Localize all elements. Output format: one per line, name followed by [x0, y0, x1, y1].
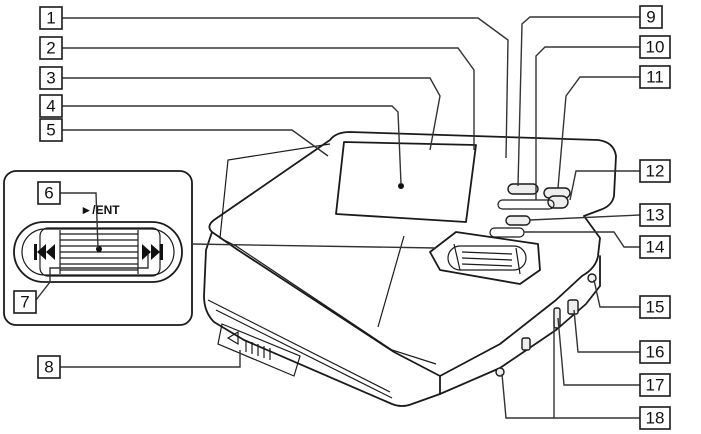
svg-text:12: 12 [646, 162, 665, 181]
next-track-icon [142, 244, 163, 260]
callout-10: 10 [639, 35, 671, 59]
device-body [203, 131, 617, 407]
svg-text:6: 6 [44, 184, 53, 203]
jog-outer-ring [13, 221, 183, 283]
button-13[interactable] [505, 215, 531, 226]
svg-text:11: 11 [646, 68, 664, 87]
callout-3: 3 [39, 66, 63, 90]
svg-text:8: 8 [44, 358, 53, 377]
callout-11: 11 [639, 65, 671, 89]
jog-control[interactable] [429, 231, 541, 285]
callout-2: 2 [39, 36, 63, 60]
callout-17: 17 [639, 373, 671, 397]
detail-inset: ►/ENT [3, 170, 193, 326]
callout-6: 6 [37, 181, 61, 205]
svg-text:14: 14 [646, 238, 665, 257]
port-18b [495, 367, 505, 377]
svg-text:10: 10 [646, 38, 665, 57]
svg-text:4: 4 [46, 97, 55, 116]
battery-latch[interactable] [217, 323, 301, 377]
callout-15: 15 [639, 295, 671, 319]
callout-4: 4 [39, 94, 63, 118]
svg-text:15: 15 [646, 298, 665, 317]
callout-9: 9 [639, 5, 663, 29]
svg-text:1: 1 [46, 9, 55, 28]
callout-14: 14 [639, 235, 671, 259]
callout-13: 13 [639, 203, 671, 227]
device-top-surface [208, 131, 617, 377]
callout-12: 12 [639, 159, 671, 183]
lid-recess [219, 143, 331, 247]
callout-18: 18 [639, 406, 671, 430]
display-window [335, 141, 477, 223]
button-9[interactable] [507, 183, 539, 195]
device-front-side [203, 231, 441, 407]
callout-1: 1 [39, 6, 63, 30]
leader-lines [35, 16, 641, 419]
play-enter-label: ►/ENT [80, 203, 120, 217]
svg-text:7: 7 [20, 293, 29, 312]
svg-text:5: 5 [46, 121, 55, 140]
svg-text:2: 2 [46, 39, 55, 58]
connector-17 [567, 299, 579, 315]
button-12[interactable] [547, 195, 569, 209]
display-center-dot [398, 183, 404, 189]
detail-frame [3, 170, 193, 326]
side-edge-line [207, 299, 391, 393]
svg-text:16: 16 [646, 343, 665, 362]
lid-seam [377, 235, 405, 328]
svg-text:17: 17 [646, 376, 665, 395]
button-14[interactable] [489, 227, 525, 238]
svg-text:3: 3 [46, 69, 55, 88]
svg-text:9: 9 [646, 8, 655, 27]
svg-text:18: 18 [646, 409, 665, 428]
callout-8: 8 [37, 355, 61, 379]
jog-center-dot [96, 246, 102, 252]
lid-recess-bottom [235, 245, 437, 365]
button-10[interactable] [497, 199, 555, 210]
port-18a [521, 337, 531, 351]
svg-text:13: 13 [646, 206, 665, 225]
callout-16: 16 [639, 340, 671, 364]
callout-5: 5 [39, 118, 63, 142]
callout-7: 7 [13, 290, 37, 314]
side-edge-line-2 [215, 309, 393, 399]
device-right-side [439, 255, 601, 395]
previous-track-icon [34, 244, 55, 260]
